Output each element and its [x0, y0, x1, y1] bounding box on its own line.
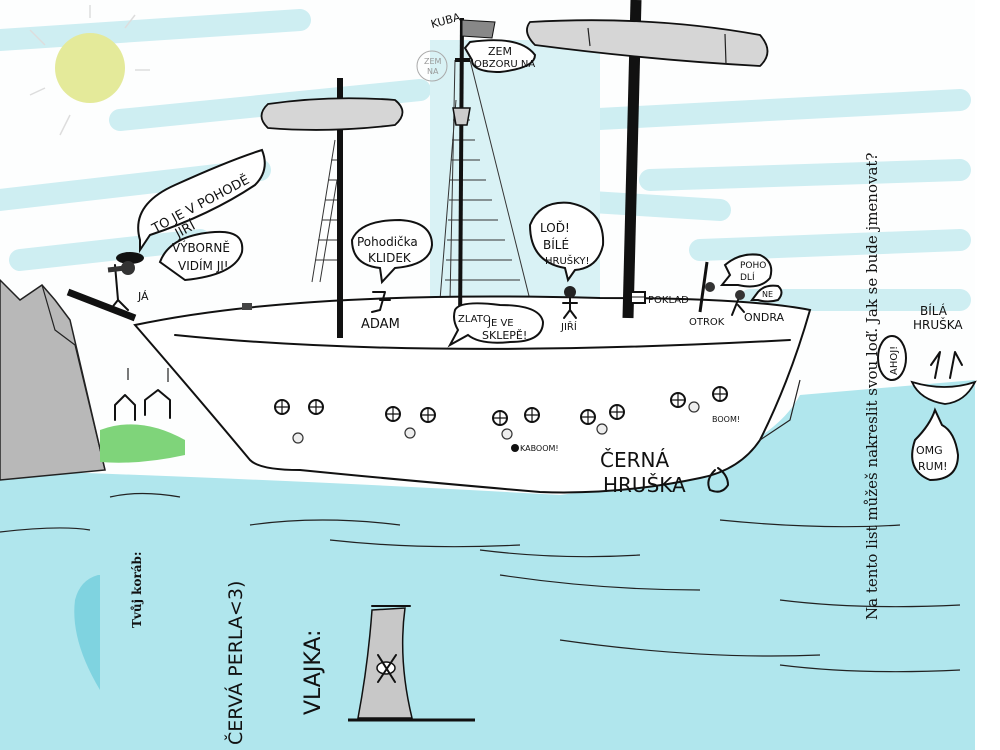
otrok-figure — [698, 261, 715, 313]
enemy-ship — [910, 351, 977, 405]
bubble-text: OBZORU NA — [474, 59, 535, 70]
deck-line — [174, 334, 791, 350]
bubble-text: VIDÍM JI! — [178, 258, 229, 273]
cannon-hole — [292, 432, 304, 444]
bubble-text: JE VE — [487, 318, 514, 329]
treasure-label: POKLAD — [648, 295, 689, 306]
pear-icon — [707, 467, 729, 493]
flag-label: VLAJKA: — [301, 630, 326, 715]
bubble-text: POHO — [740, 261, 766, 271]
bubble-text: ZLATO — [458, 314, 491, 325]
bubble-text: BÍLÉ — [543, 237, 569, 252]
porthole-cross — [581, 410, 595, 424]
ship-name-answer: ČERVÁ PERLA<3) — [223, 581, 247, 745]
rigging-nets — [311, 59, 601, 301]
ship-label: Tvůj koráb: — [130, 552, 144, 628]
enemy-ship-name-line1: BÍLÁ — [920, 303, 948, 318]
bubble-text: LOĎ! — [540, 220, 570, 235]
lookout-bubble-2: VÝBORNĚ VIDÍM JI! — [158, 230, 244, 282]
ondra-name: ONDRA — [744, 311, 785, 324]
sun-icon — [29, 5, 150, 136]
porthole-cross — [275, 400, 289, 414]
porthole-cross — [493, 411, 507, 425]
sea — [0, 380, 975, 750]
no-bubble: NE — [750, 284, 783, 303]
crate — [242, 303, 252, 310]
bubble-text: VÝBORNĚ — [172, 240, 230, 255]
bubble-text: Pohodička — [357, 235, 418, 249]
ondra-bubble: POHO DLÍ — [719, 253, 773, 288]
kaboom-label: KABOOM! — [520, 444, 559, 453]
porthole-cross — [421, 408, 435, 422]
cannon-hole — [404, 427, 416, 439]
bubble-text: ZEM — [424, 57, 442, 66]
worksheet-prompt: Na tento list můžeš nakreslit svou loď. … — [863, 153, 881, 620]
jiri-figure — [562, 286, 578, 319]
ship-title-line2: HRUŠKA — [603, 473, 686, 497]
otrok-name: OTROK — [689, 317, 725, 328]
porthole-cross — [309, 400, 323, 414]
flag-drawing — [348, 605, 475, 722]
porthole-cross — [610, 405, 624, 419]
cloud-decoration — [74, 575, 100, 690]
porthole-cross — [671, 393, 685, 407]
cannon-hole — [688, 401, 700, 413]
lookout-plank — [66, 252, 144, 322]
island — [100, 368, 185, 463]
ahoj-bubble: AHOJ! — [877, 335, 907, 381]
cannon-hole — [501, 428, 513, 440]
kuba-bubble: ZEM OBZORU NA — [463, 39, 537, 74]
bubble-text: OMG — [916, 444, 943, 457]
enemy-ship-name-line2: HRUŠKA — [913, 317, 963, 332]
treasure-chest-icon — [630, 291, 646, 304]
rum-bubble: OMG RUM! — [911, 407, 960, 482]
cannon-hole — [596, 423, 608, 435]
adam-bubble: Pohodička KLIDEK — [350, 218, 434, 285]
mountains — [0, 278, 106, 481]
bubble-text: NA — [427, 67, 439, 76]
page-margin — [975, 0, 1000, 750]
faint-bubble: ZEM NA — [416, 50, 448, 82]
sea-wave-lines — [0, 492, 961, 673]
crows-nest — [452, 58, 471, 126]
bubble-text: KLIDEK — [368, 251, 412, 265]
pirate-flag-top — [461, 19, 496, 39]
jiri-bubble: LOĎ! BÍLÉ HRUŠKY! — [528, 201, 605, 283]
cannonball-icon — [511, 444, 519, 452]
portholes — [274, 386, 728, 444]
ondra-figure — [731, 290, 745, 316]
porthole-cross — [386, 407, 400, 421]
bubble-text: NE — [762, 290, 773, 299]
bubble-text: RUM! — [918, 460, 948, 473]
porthole-cross — [713, 387, 727, 401]
sails — [260, 19, 769, 131]
ship-title-line1: ČERNÁ — [600, 448, 669, 472]
boom-label: BOOM! — [712, 415, 740, 424]
porthole-cross — [525, 408, 539, 422]
bubble-text: DLÍ — [740, 271, 755, 283]
bubble-text: HRUŠKY! — [545, 254, 589, 267]
adam-figure — [371, 291, 391, 313]
bubble-text: AHOJ! — [889, 346, 900, 375]
jiri-name: JIŘÍ — [560, 320, 577, 333]
bubble-text: ZEM — [488, 45, 512, 58]
lookout-name: JÁ — [137, 290, 149, 303]
adam-name: ADAM — [361, 317, 400, 332]
gold-bubble: ZLATO JE VE SKLEPĚ! — [447, 302, 545, 348]
bubble-text: SKLEPĚ! — [482, 329, 527, 342]
